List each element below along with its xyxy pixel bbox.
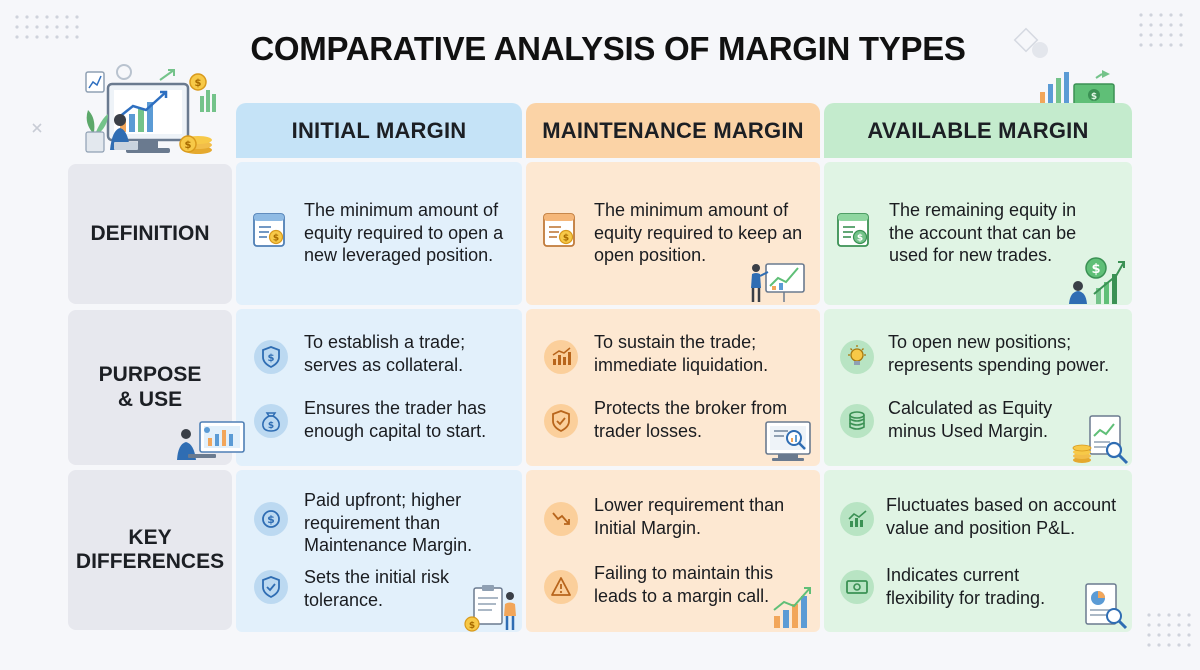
row-header-purpose-line1: PURPOSE [98, 363, 202, 387]
differences-initial-text-2: Sets the initial risk tolerance. [304, 567, 450, 610]
coin-stack-icon [840, 404, 874, 438]
warning-icon [544, 570, 578, 604]
row-header-differences: KEY DIFFERENCES [68, 470, 232, 630]
decorative-diamond-icon [1013, 27, 1048, 58]
svg-text:$: $ [1091, 92, 1097, 102]
purpose-maintenance-text-1: To sustain the trade; immediate liquidat… [594, 332, 769, 375]
lightbulb-icon [840, 340, 874, 374]
document-dollar-icon: $ [253, 213, 285, 247]
decorative-dots-top-right [1139, 13, 1183, 47]
definition-available-text: The remaining equity in the account that… [889, 200, 1077, 265]
definition-initial-text: The minimum amount of equity required to… [304, 200, 504, 265]
differences-maintenance-text-1: Lower requirement than Initial Margin. [594, 495, 785, 538]
purpose-initial-text-2: Ensures the trader has enough capital to… [304, 398, 487, 441]
dollar-coin-icon: $ [254, 502, 288, 536]
purpose-available-text-1: To open new positions; represents spendi… [888, 332, 1110, 375]
laptop-analyst-illustration [177, 421, 245, 460]
cell-purpose-available [824, 309, 1132, 466]
clipboard-person-illustration: $ [464, 585, 516, 632]
report-magnifier-illustration [1072, 415, 1129, 465]
cell-purpose-initial [236, 309, 522, 466]
growth-money-illustration: $ [1069, 257, 1125, 304]
decorative-dots-top-left [15, 15, 79, 39]
column-header-available-margin: AVAILABLE MARGIN [824, 103, 1132, 158]
line-chart-icon [840, 502, 874, 536]
svg-text:$: $ [469, 621, 475, 631]
shield-check-icon [544, 404, 578, 438]
purpose-available-text-2: Calculated as Equity minus Used Margin. [888, 398, 1053, 441]
document-dollar-icon: $ [543, 213, 575, 247]
row-header-differences-line1: KEY [128, 525, 172, 549]
purpose-initial-text-1: To establish a trade; serves as collater… [304, 332, 466, 375]
growth-bars-illustration [773, 587, 811, 628]
banknote-icon [840, 570, 874, 604]
svg-text:$: $ [273, 234, 279, 244]
column-header-maintenance-margin: MAINTENANCE MARGIN [526, 103, 820, 158]
shield-dollar-icon: $ [254, 340, 288, 374]
trend-down-icon [544, 502, 578, 536]
trader-monitor-illustration: $ $ [85, 64, 216, 154]
differences-available-text-2: Indicates current flexibility for tradin… [886, 565, 1046, 608]
differences-initial-text-1: Paid upfront; higher requirement than Ma… [304, 490, 473, 555]
row-header-differences-line2: DIFFERENCES [75, 550, 225, 573]
shield-check-icon [254, 570, 288, 604]
cell-definition-available [824, 162, 1132, 305]
money-chart-illustration: $ [1040, 70, 1115, 107]
svg-text:$: $ [185, 140, 192, 151]
bar-chart-icon [544, 340, 578, 374]
svg-text:$: $ [195, 78, 202, 89]
cell-differences-maintenance [526, 470, 820, 632]
cell-differences-available [824, 470, 1132, 632]
page-title: COMPARATIVE ANALYSIS OF MARGIN TYPES [250, 30, 966, 67]
svg-text:$: $ [563, 234, 569, 244]
search-document-illustration [765, 421, 811, 461]
decorative-dots-bottom-right [1147, 613, 1191, 647]
presenter-chart-illustration [751, 263, 805, 302]
row-header-purpose-line2: & USE [117, 387, 183, 411]
svg-text:$: $ [267, 513, 275, 526]
row-header-definition: DEFINITION [68, 164, 232, 304]
svg-text:$: $ [857, 234, 863, 244]
definition-maintenance-text: The minimum amount of equity required to… [594, 200, 803, 265]
document-dollar-icon: $ [837, 213, 869, 247]
svg-text:$: $ [268, 353, 275, 364]
money-bag-icon: $ [254, 404, 288, 438]
svg-text:$: $ [268, 421, 274, 431]
purpose-maintenance-text-2: Protects the broker from trader losses. [594, 398, 788, 441]
row-header-definition-label: DEFINITION [90, 221, 210, 245]
row-header-purpose: PURPOSE & USE [68, 310, 232, 465]
pie-report-illustration [1085, 583, 1128, 630]
differences-available-text-1: Fluctuates based on account value and po… [886, 495, 1117, 538]
decorative-cross-icon [32, 123, 42, 133]
differences-maintenance-text-2: Failing to maintain this leads to a marg… [594, 563, 774, 606]
svg-text:$: $ [1091, 262, 1100, 277]
column-header-initial-margin: INITIAL MARGIN [236, 103, 522, 158]
